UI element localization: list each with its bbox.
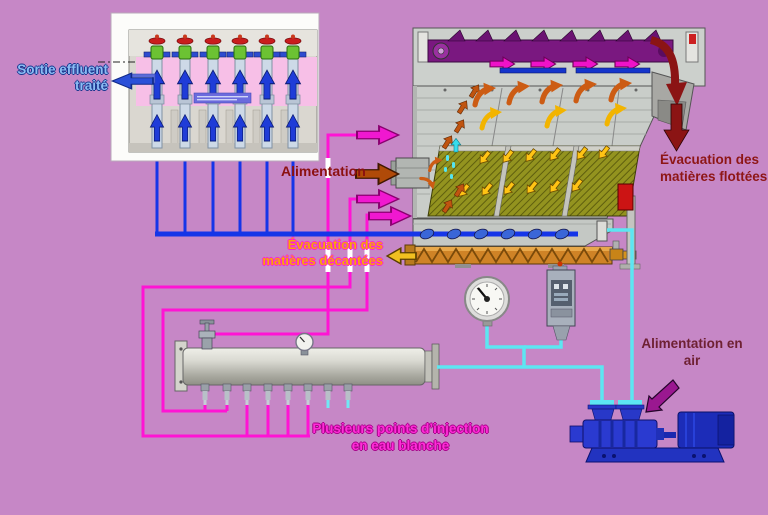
injection-nozzle-panel bbox=[98, 12, 320, 162]
injection-nozzles bbox=[200, 383, 353, 408]
valve-handwheels bbox=[148, 34, 302, 45]
pump-motor bbox=[677, 411, 735, 449]
collector-pipe-discs bbox=[419, 228, 570, 240]
treated-effluent-outlet-label: Sortie effluent traité bbox=[17, 62, 108, 93]
nozzle-caps bbox=[150, 45, 300, 60]
panel-caption-bar bbox=[193, 92, 252, 104]
saturator-top-valve bbox=[198, 319, 216, 350]
air-bubble-arrow-icons bbox=[444, 137, 462, 179]
air-feed-label: Alimentation en air bbox=[641, 336, 743, 368]
floated-matter-evacuation-label: Évacuation des matières flottées bbox=[660, 152, 768, 184]
pressurization-pump bbox=[569, 404, 735, 463]
tube-gauge-icon bbox=[295, 332, 314, 356]
pressure-gauge bbox=[464, 276, 510, 327]
pump-suction-flange bbox=[590, 400, 614, 405]
drive-motor bbox=[617, 183, 634, 211]
settled-matter-evacuation-label: Évacuation des matières décantées bbox=[262, 237, 383, 268]
pump-suction-flange bbox=[618, 400, 642, 405]
saturator-tube bbox=[174, 319, 440, 408]
air-feed-arrow-icon bbox=[645, 379, 680, 413]
recirculation-flange bbox=[596, 220, 608, 242]
label-pipe-gaps bbox=[325, 158, 370, 272]
feed-label: Alimentation bbox=[281, 163, 366, 179]
injection-points-label: Plusieurs points d’injection en eau blan… bbox=[312, 421, 489, 453]
pressure-switch bbox=[546, 261, 576, 341]
flotation-tank bbox=[386, 27, 706, 270]
floated-matter-arrow-icon bbox=[649, 36, 690, 152]
white-water-piping bbox=[141, 133, 369, 438]
